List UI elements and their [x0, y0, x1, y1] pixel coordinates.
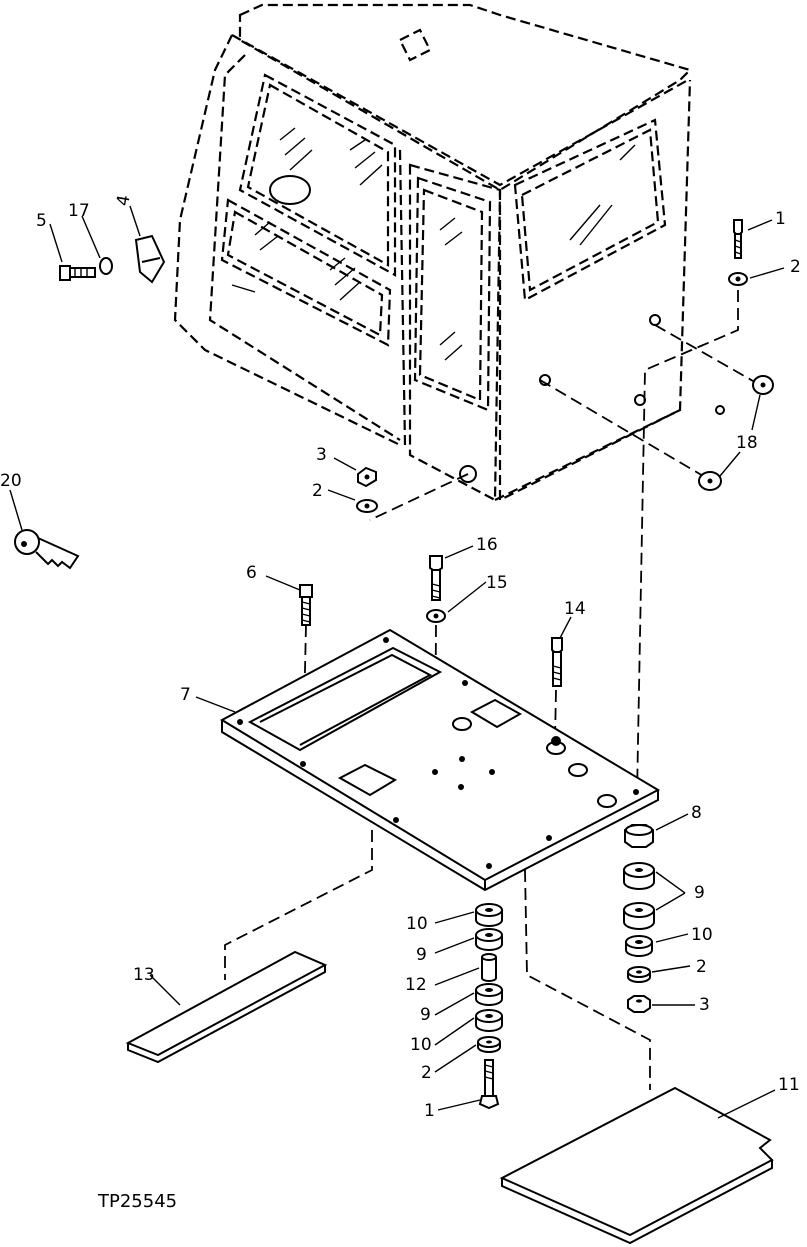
callout-3-upper: 3: [316, 445, 327, 465]
bolt-1-upper: [733, 219, 743, 259]
callout-16: 16: [476, 535, 498, 555]
key-20: [14, 529, 80, 570]
callout-12: 12: [405, 975, 427, 995]
callout-3-right: 3: [699, 995, 710, 1015]
drawing-code: TP25545: [97, 1191, 177, 1212]
callout-18: 18: [736, 433, 758, 453]
callout-10-right: 10: [691, 925, 713, 945]
callout-leaders: [9, 205, 785, 1119]
callout-labels: 1 2 3 2 4 5 17 18 20 6 16 15 14 7 8 9 10…: [0, 194, 801, 1121]
callout-2-upper: 2: [790, 257, 801, 277]
mount-leaders: [224, 290, 761, 1090]
clip-4: [134, 234, 166, 284]
bolt-14: [551, 637, 563, 687]
bolt-16: [429, 555, 443, 601]
callout-5: 5: [36, 211, 47, 231]
screw-5: [59, 265, 96, 281]
cab-outline: [173, 3, 725, 502]
floor-mat: [499, 1086, 774, 1245]
callout-20: 20: [0, 471, 22, 491]
insulation-strip: [125, 950, 328, 1064]
callout-14: 14: [564, 599, 586, 619]
callout-7: 7: [180, 685, 191, 705]
callout-1-upper: 1: [775, 209, 786, 229]
callout-10-left-top: 10: [406, 914, 428, 934]
callout-13: 13: [133, 965, 155, 985]
left-mount-stack: [475, 903, 503, 1110]
callout-15: 15: [486, 573, 508, 593]
callout-8: 8: [691, 803, 702, 823]
callout-10-left-bottom: 10: [410, 1035, 432, 1055]
callout-6: 6: [246, 563, 257, 583]
callout-9-left-bottom: 9: [420, 1005, 431, 1025]
floor-plate: [219, 628, 661, 892]
callout-17: 17: [68, 201, 90, 221]
callout-1-lower: 1: [424, 1101, 435, 1121]
bolt-6: [299, 584, 313, 626]
callout-9-left-top: 9: [416, 945, 427, 965]
callout-11: 11: [778, 1075, 800, 1095]
washer-17: [99, 257, 113, 275]
callout-2-right: 2: [696, 957, 707, 977]
right-mount-stack: [623, 824, 655, 1013]
callout-2-mid: 2: [312, 481, 323, 501]
callout-9-right: 9: [694, 883, 705, 903]
callout-2-left: 2: [421, 1063, 432, 1083]
callout-4: 4: [113, 194, 135, 208]
